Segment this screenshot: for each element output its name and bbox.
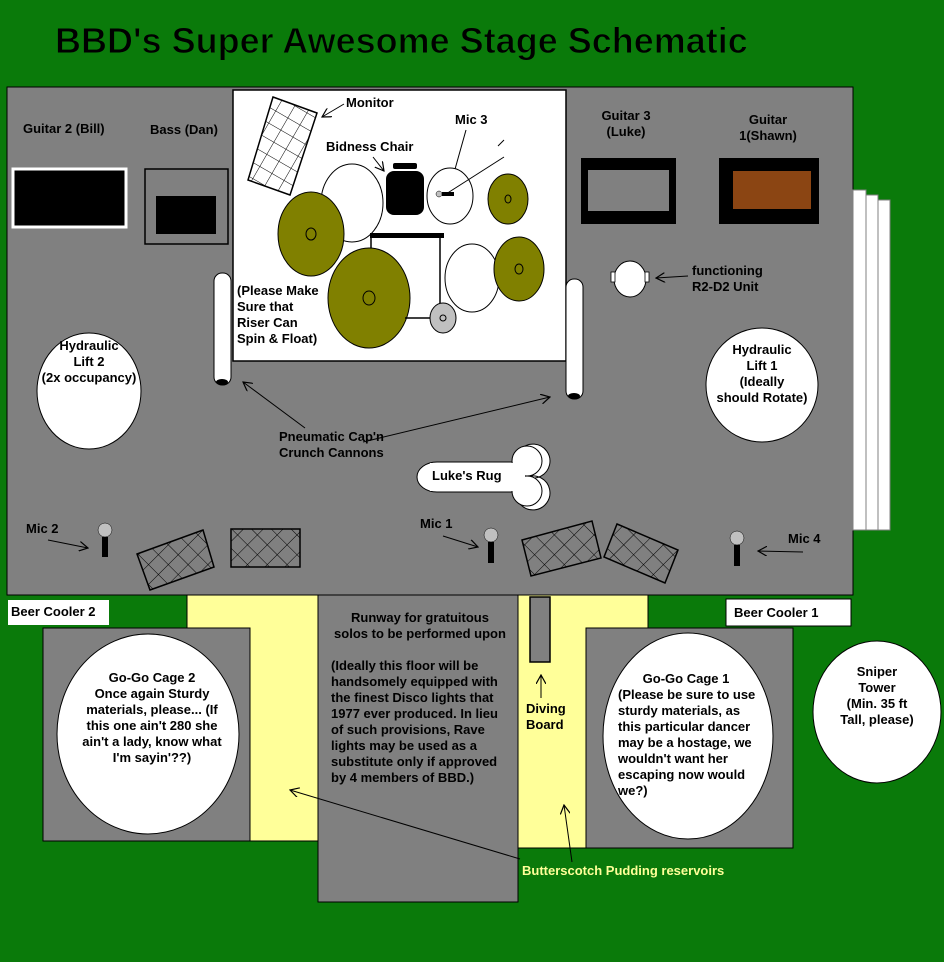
beer-cooler-2 [6,598,111,627]
beer-cooler-2-label: Beer Cooler 2 [11,604,96,619]
mic3-head [435,190,443,198]
runway-floor [317,594,519,903]
cannon-left-arrow [243,382,306,429]
sniper-tower [812,640,942,784]
mic3-body [442,192,454,196]
guitar2-amp-inner [16,172,123,224]
cage1-heading: Go-Go Cage 1 [643,671,730,686]
cymbal [487,173,529,225]
stage-step [865,194,879,531]
mic4-label: Mic 4 [788,531,821,546]
pudding-arrow-left [290,790,521,860]
cymbal-bell [362,290,376,306]
pudding-reservoir-left [186,594,319,842]
cymbal-bell [514,263,524,275]
mic1-arrow [442,535,478,547]
cannon-left [213,272,232,386]
stage-step [877,199,891,531]
cymbal-bell [504,194,512,204]
gogo-cage-1 [602,632,774,840]
mic2-head [97,522,113,538]
mic4-head [729,530,745,546]
mic2-stand [102,537,108,557]
r2d2-leg [644,271,650,283]
beer-cooler-1-label: Beer Cooler 1 [734,605,819,620]
floor-monitor [136,529,215,591]
monitor-wedge [247,96,318,196]
cannon-right-arrow [362,397,550,443]
cannon-left-barrel [216,379,228,385]
drum-floor-tom [444,243,500,313]
mic1-stand [488,542,494,563]
monitor-arrow [322,103,345,117]
mic3-label: Mic 3 [455,112,488,127]
guitar3-label: Guitar 3(Luke) [601,108,650,139]
mic1-head [483,527,499,543]
r2d2-arrow [656,276,689,278]
mic3-boom [497,139,505,147]
mic3-stand [445,156,505,195]
guitar2-label: Guitar 2 (Bill) [23,121,105,136]
cymbal [277,191,345,277]
guitar1-amp-speaker [733,171,811,209]
cymbal [493,236,545,302]
beer-cooler-1 [725,598,852,627]
lukes-rug-label: Luke's Rug [432,468,502,483]
guitar3-amp-speaker [588,170,669,211]
bass-label: Bass (Dan) [150,122,218,137]
hydraulic-lift-2 [36,332,142,450]
floor-monitor [521,520,602,577]
drum-throne-top [393,163,417,169]
cannon-right [565,278,584,400]
bass-amp-speaker [156,196,216,234]
pudding-arrow-right [564,805,573,863]
monitor-label: Monitor [346,95,394,110]
mic2-arrow [47,539,88,548]
mic2-label: Mic 2 [26,521,59,536]
bidness-chair-arrow [372,156,384,171]
cannon-right-barrel [568,393,580,399]
page-title: BBD's Super Awesome Stage Schematic [55,20,748,61]
kick-pedal [429,302,457,334]
bidness-chair-label: Bidness Chair [326,139,413,154]
guitar2-amp [11,167,128,229]
lukes-rug-cover [430,463,525,491]
r2d2-unit [613,260,647,298]
stage-step [852,189,867,531]
mic4-stand [734,545,740,566]
floor-monitor [230,528,301,568]
mic1-label: Mic 1 [420,516,453,531]
floor-monitor [603,523,679,584]
gogo-cage-2 [56,633,240,835]
cymbal-bell [305,227,317,241]
mic4-arrow [758,551,804,552]
hydraulic-lift-1 [705,327,819,443]
kick-pedal-center [439,314,447,322]
diving-board [529,596,551,663]
drum-throne [386,171,424,215]
kick-drum-rim [370,233,444,238]
cymbal [327,247,411,349]
r2d2-leg [610,271,616,283]
pudding-label: Butterscotch Pudding reservoirs [522,863,724,878]
